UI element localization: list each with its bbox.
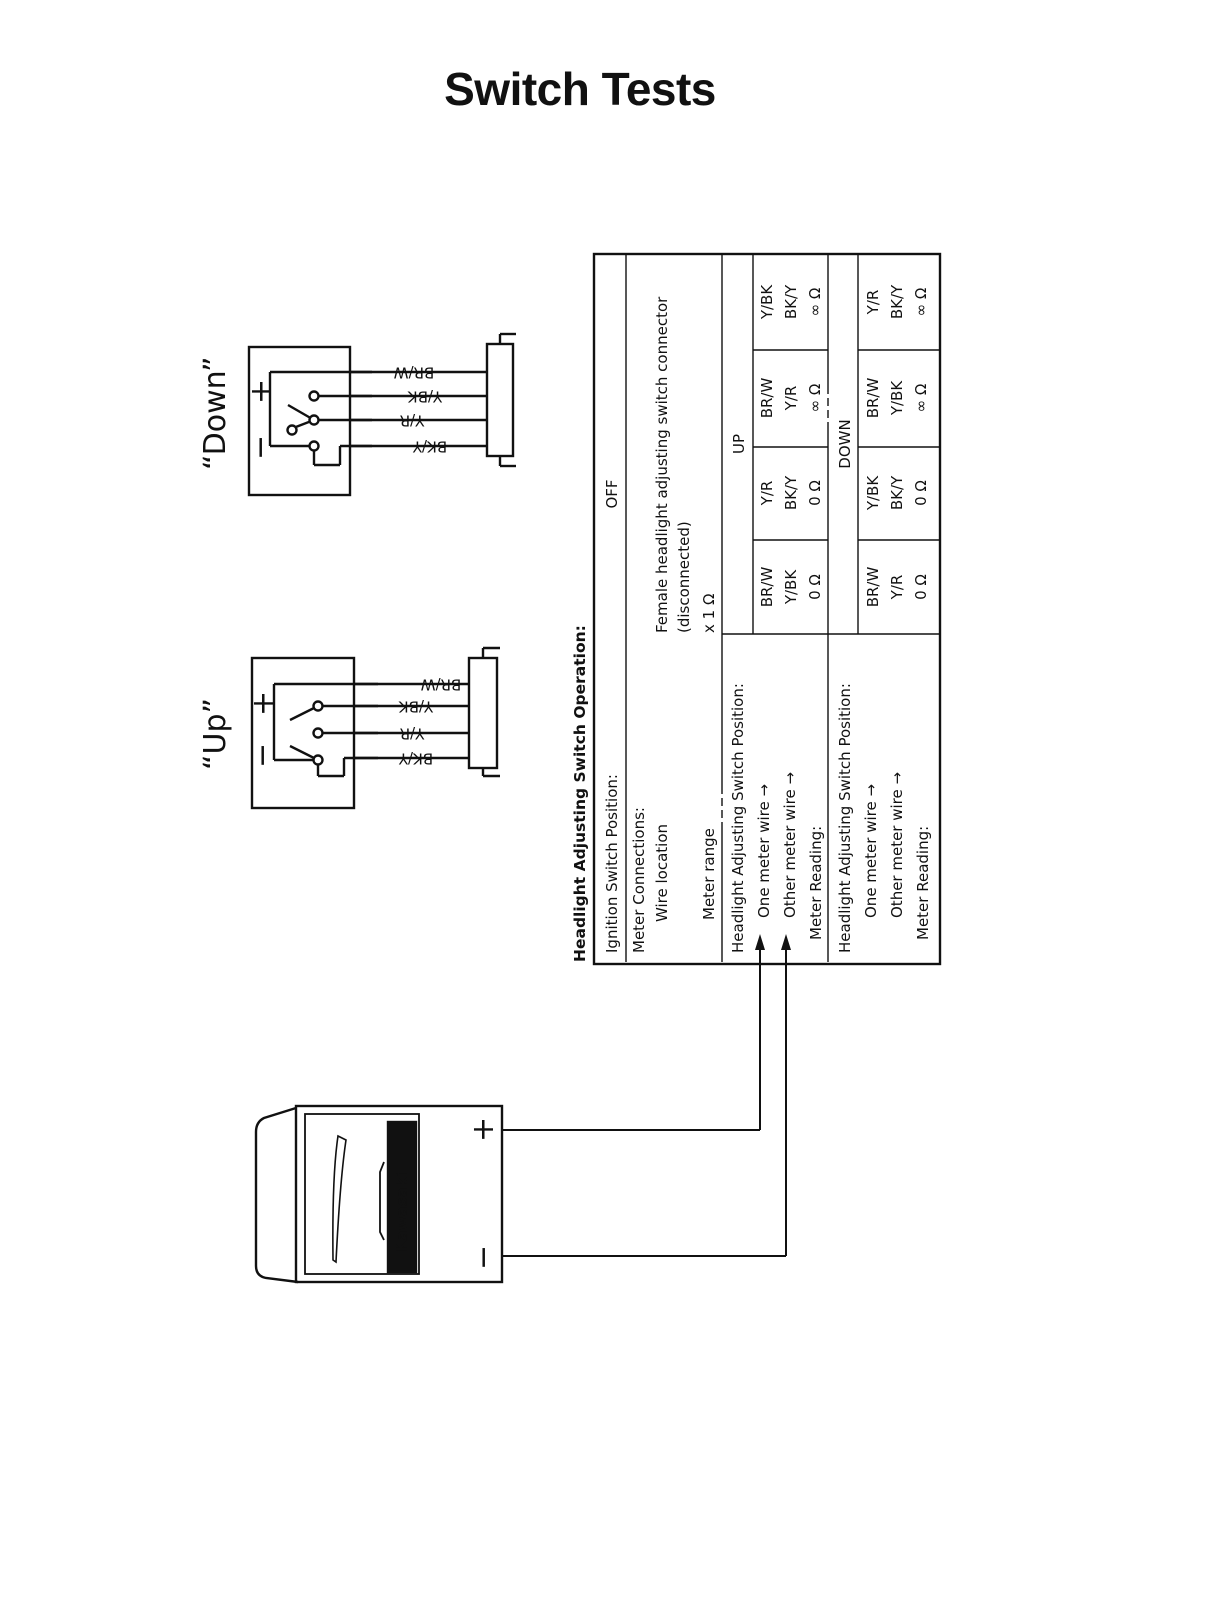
down-col3-other: Y/BK <box>888 380 906 417</box>
up-reading-label: Meter Reading: <box>807 826 825 940</box>
up-other-wire-label: Other meter wire → <box>781 772 799 918</box>
meter-case-back <box>254 1106 299 1284</box>
meter-case <box>294 1104 504 1284</box>
positive-lead-arrow-icon <box>755 934 765 950</box>
up-diagram-label: “Up” <box>198 698 233 770</box>
up-col4-other: BK/Y <box>782 284 800 319</box>
wire-location-label: Wire location <box>653 824 671 922</box>
down-switch-diagram: “Down” − + BR/W Y/BK Y/R BK/Y <box>198 332 516 497</box>
down-other-wire-label: Other meter wire → <box>888 772 906 918</box>
up-col1-one: BR/W <box>758 567 776 608</box>
up-position-value: UP <box>730 434 748 454</box>
up-wire-label-y-bk: Y/BK <box>398 698 435 716</box>
meter-range-label: Meter range <box>700 828 718 920</box>
negative-lead-arrow-icon <box>781 934 791 950</box>
down-col2-other: BK/Y <box>888 475 906 510</box>
meter-needle-notch <box>379 1161 385 1241</box>
wire-location-value-line1: Female headlight adjusting switch connec… <box>653 296 671 633</box>
down-minus-sign: − <box>243 435 278 460</box>
down-col4-one: Y/R <box>864 290 882 316</box>
down-one-wire-label: One meter wire → <box>862 784 880 918</box>
meter-connections-label: Meter Connections: <box>630 807 648 953</box>
down-col2-one: Y/BK <box>864 475 882 512</box>
meter-brand-plate <box>386 1120 418 1274</box>
table-border <box>592 252 942 966</box>
down-col1-reading: 0 Ω <box>912 574 930 600</box>
ignition-switch-value: OFF <box>603 479 621 508</box>
switch-operation-table: Headlight Adjusting Switch Operation: Ig… <box>571 252 942 966</box>
up-wire-label-y-r: Y/R <box>400 725 426 743</box>
meter-range-value: x 1 Ω <box>700 594 718 633</box>
up-col1-reading: 0 Ω <box>806 574 824 600</box>
meter-minus-terminal: − <box>466 1245 501 1270</box>
down-wire-label-y-bk: Y/BK <box>407 388 444 406</box>
down-reading-label: Meter Reading: <box>914 826 932 940</box>
down-col3-reading: ∞ Ω <box>912 384 930 413</box>
up-switch-connector <box>467 656 499 770</box>
up-col4-one: Y/BK <box>758 284 776 321</box>
up-col3-one: BR/W <box>758 378 776 419</box>
multimeter: Kawasaki + − <box>254 934 791 1284</box>
up-position-label: Headlight Adjusting Switch Position: <box>729 683 747 953</box>
down-wire-label-br-w: BR/W <box>394 364 435 382</box>
down-col3-one: BR/W <box>864 378 882 419</box>
up-result-cells: BR/W Y/BK 0 Ω Y/R BK/Y 0 Ω BR/W Y/R ∞ Ω … <box>758 284 824 608</box>
up-col2-other: BK/Y <box>782 475 800 510</box>
up-col2-reading: 0 Ω <box>806 480 824 506</box>
up-col2-one: Y/R <box>758 481 776 507</box>
down-switch-connector <box>485 342 515 458</box>
down-col4-reading: ∞ Ω <box>912 288 930 317</box>
meter-plus-terminal: + <box>466 1117 501 1142</box>
up-plus-sign: + <box>246 691 281 716</box>
down-plus-sign: + <box>244 379 279 404</box>
up-one-wire-label: One meter wire → <box>755 784 773 918</box>
down-col4-other: BK/Y <box>888 284 906 319</box>
down-wire-label-bk-y: BK/Y <box>412 438 447 456</box>
up-wire-label-br-w: BR/W <box>421 676 462 694</box>
meter-face <box>304 1113 420 1275</box>
up-col3-reading: ∞ Ω <box>806 384 824 413</box>
down-result-cells: BR/W Y/R 0 Ω Y/BK BK/Y 0 Ω BR/W Y/BK ∞ Ω… <box>864 284 930 607</box>
wire-location-value-line2: (disconnected) <box>675 521 693 633</box>
down-col1-one: BR/W <box>864 567 882 608</box>
meter-brand-label: Kawasaki <box>393 1172 411 1252</box>
down-position-label: Headlight Adjusting Switch Position: <box>836 683 854 953</box>
ignition-switch-label: Ignition Switch Position: <box>603 774 621 953</box>
meter-needle-scale <box>332 1134 347 1264</box>
up-col3-other: Y/R <box>782 386 800 412</box>
down-diagram-label: “Down” <box>198 356 233 470</box>
page-title: Switch Tests <box>444 63 716 115</box>
down-col2-reading: 0 Ω <box>912 480 930 506</box>
up-col4-reading: ∞ Ω <box>806 288 824 317</box>
up-col1-other: Y/BK <box>782 569 800 606</box>
down-position-value: DOWN <box>836 419 854 468</box>
table-heading: Headlight Adjusting Switch Operation: <box>571 625 589 962</box>
down-col1-other: Y/R <box>888 575 906 601</box>
up-switch-diagram: “Up” − + BR/W Y/BK Y/R BK/Y <box>198 646 500 810</box>
up-wire-label-bk-y: BK/Y <box>398 750 433 768</box>
down-wire-label-y-r: Y/R <box>400 412 426 430</box>
